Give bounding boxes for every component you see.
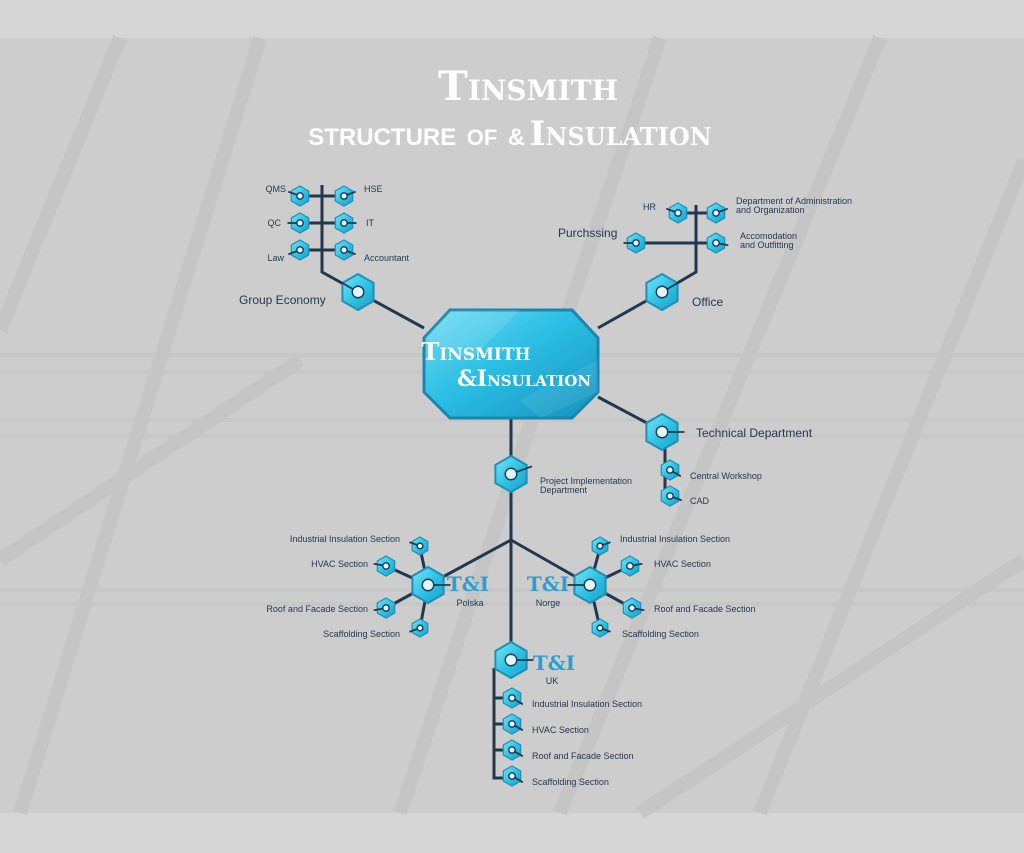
node-qms[interactable]: [287, 185, 310, 207]
label-purchasing: Purchssing: [558, 226, 617, 240]
label-polska-industrial: Industrial Insulation Section: [290, 534, 400, 544]
label-uk-scaffolding: Scaffolding Section: [532, 777, 609, 787]
node-polska[interactable]: [411, 565, 451, 605]
node-hr[interactable]: [665, 202, 688, 224]
node-technical-department[interactable]: [645, 412, 685, 452]
label-technical-department: Technical Department: [696, 426, 813, 440]
label-polska-roof: Roof and Facade Section: [266, 604, 368, 614]
label-project-line2: Department: [540, 485, 588, 495]
label-norge-hvac: HVAC Section: [654, 559, 711, 569]
labels: QMS QC Law HSE IT Accountant Group Econo…: [239, 184, 852, 787]
center-title-line1: Tinsmith: [421, 337, 530, 366]
label-law: Law: [267, 253, 284, 263]
label-project-line1: Project Implementation: [540, 476, 632, 486]
label-admin-line2: and Organization: [736, 205, 805, 215]
label-it: IT: [366, 218, 375, 228]
node-uk-scaffolding[interactable]: [502, 765, 524, 787]
uk-logo: T&I: [533, 651, 575, 675]
node-accommodation[interactable]: [706, 232, 729, 254]
node-hse[interactable]: [334, 185, 357, 207]
label-cad: CAD: [690, 496, 710, 506]
node-norge-roof[interactable]: [622, 597, 645, 619]
node-admin[interactable]: [706, 202, 729, 224]
label-polska-scaffolding: Scaffolding Section: [323, 629, 400, 639]
node-uk-industrial[interactable]: [502, 687, 524, 709]
center-node[interactable]: Tinsmith &Insulation: [421, 308, 600, 420]
node-qc[interactable]: [287, 212, 310, 234]
label-uk-hvac: HVAC Section: [532, 725, 589, 735]
label-acc-line2: and Outfitting: [740, 240, 794, 250]
label-norge-roof: Roof and Facade Section: [654, 604, 756, 614]
label-polska-hvac: HVAC Section: [311, 559, 368, 569]
node-norge[interactable]: [567, 565, 607, 605]
label-uk-industrial: Industrial Insulation Section: [532, 699, 642, 709]
node-purchasing[interactable]: [623, 232, 646, 254]
node-it[interactable]: [334, 212, 357, 234]
node-norge-industrial[interactable]: [591, 536, 611, 556]
node-layer: [287, 185, 729, 787]
node-project-implementation[interactable]: [494, 454, 533, 494]
label-uk-roof: Roof and Facade Section: [532, 751, 634, 761]
node-polska-roof[interactable]: [373, 597, 396, 619]
center-title-line2: &Insulation: [457, 366, 591, 392]
title-line1: Tinsmith: [438, 63, 618, 110]
label-uk: UK: [546, 676, 559, 686]
label-admin-line1: Department of Administration: [736, 196, 852, 206]
node-cad[interactable]: [660, 485, 683, 507]
node-polska-industrial[interactable]: [409, 536, 429, 556]
polska-logo: T&I: [447, 572, 489, 596]
label-qms: QMS: [265, 184, 286, 194]
label-accountant: Accountant: [364, 253, 410, 263]
label-group-economy: Group Economy: [239, 293, 326, 307]
node-group-economy[interactable]: [338, 272, 375, 312]
node-uk[interactable]: [494, 640, 534, 680]
label-norge-industrial: Industrial Insulation Section: [620, 534, 730, 544]
label-hse: HSE: [364, 184, 383, 194]
title-line2: STRUCTURE OF & Insulation: [308, 114, 711, 154]
node-norge-hvac[interactable]: [620, 555, 643, 577]
page-title: Tinsmith STRUCTURE OF & Insulation: [308, 63, 711, 154]
label-acc-line1: Accomodation: [740, 231, 797, 241]
node-polska-hvac[interactable]: [373, 555, 396, 577]
norge-logo: T&I: [527, 572, 569, 596]
node-accountant[interactable]: [334, 239, 357, 261]
node-uk-hvac[interactable]: [502, 713, 524, 735]
label-hr: HR: [643, 202, 656, 212]
node-central-workshop[interactable]: [660, 459, 682, 481]
label-qc: QC: [268, 218, 282, 228]
label-norge-scaffolding: Scaffolding Section: [622, 629, 699, 639]
node-polska-scaffolding[interactable]: [409, 618, 429, 638]
node-norge-scaffolding[interactable]: [591, 618, 611, 638]
node-uk-roof[interactable]: [502, 739, 524, 761]
label-polska: Polska: [456, 598, 483, 608]
node-law[interactable]: [287, 239, 310, 261]
label-central-workshop: Central Workshop: [690, 471, 762, 481]
label-office: Office: [692, 295, 723, 309]
node-office[interactable]: [645, 272, 682, 312]
label-norge: Norge: [536, 598, 561, 608]
